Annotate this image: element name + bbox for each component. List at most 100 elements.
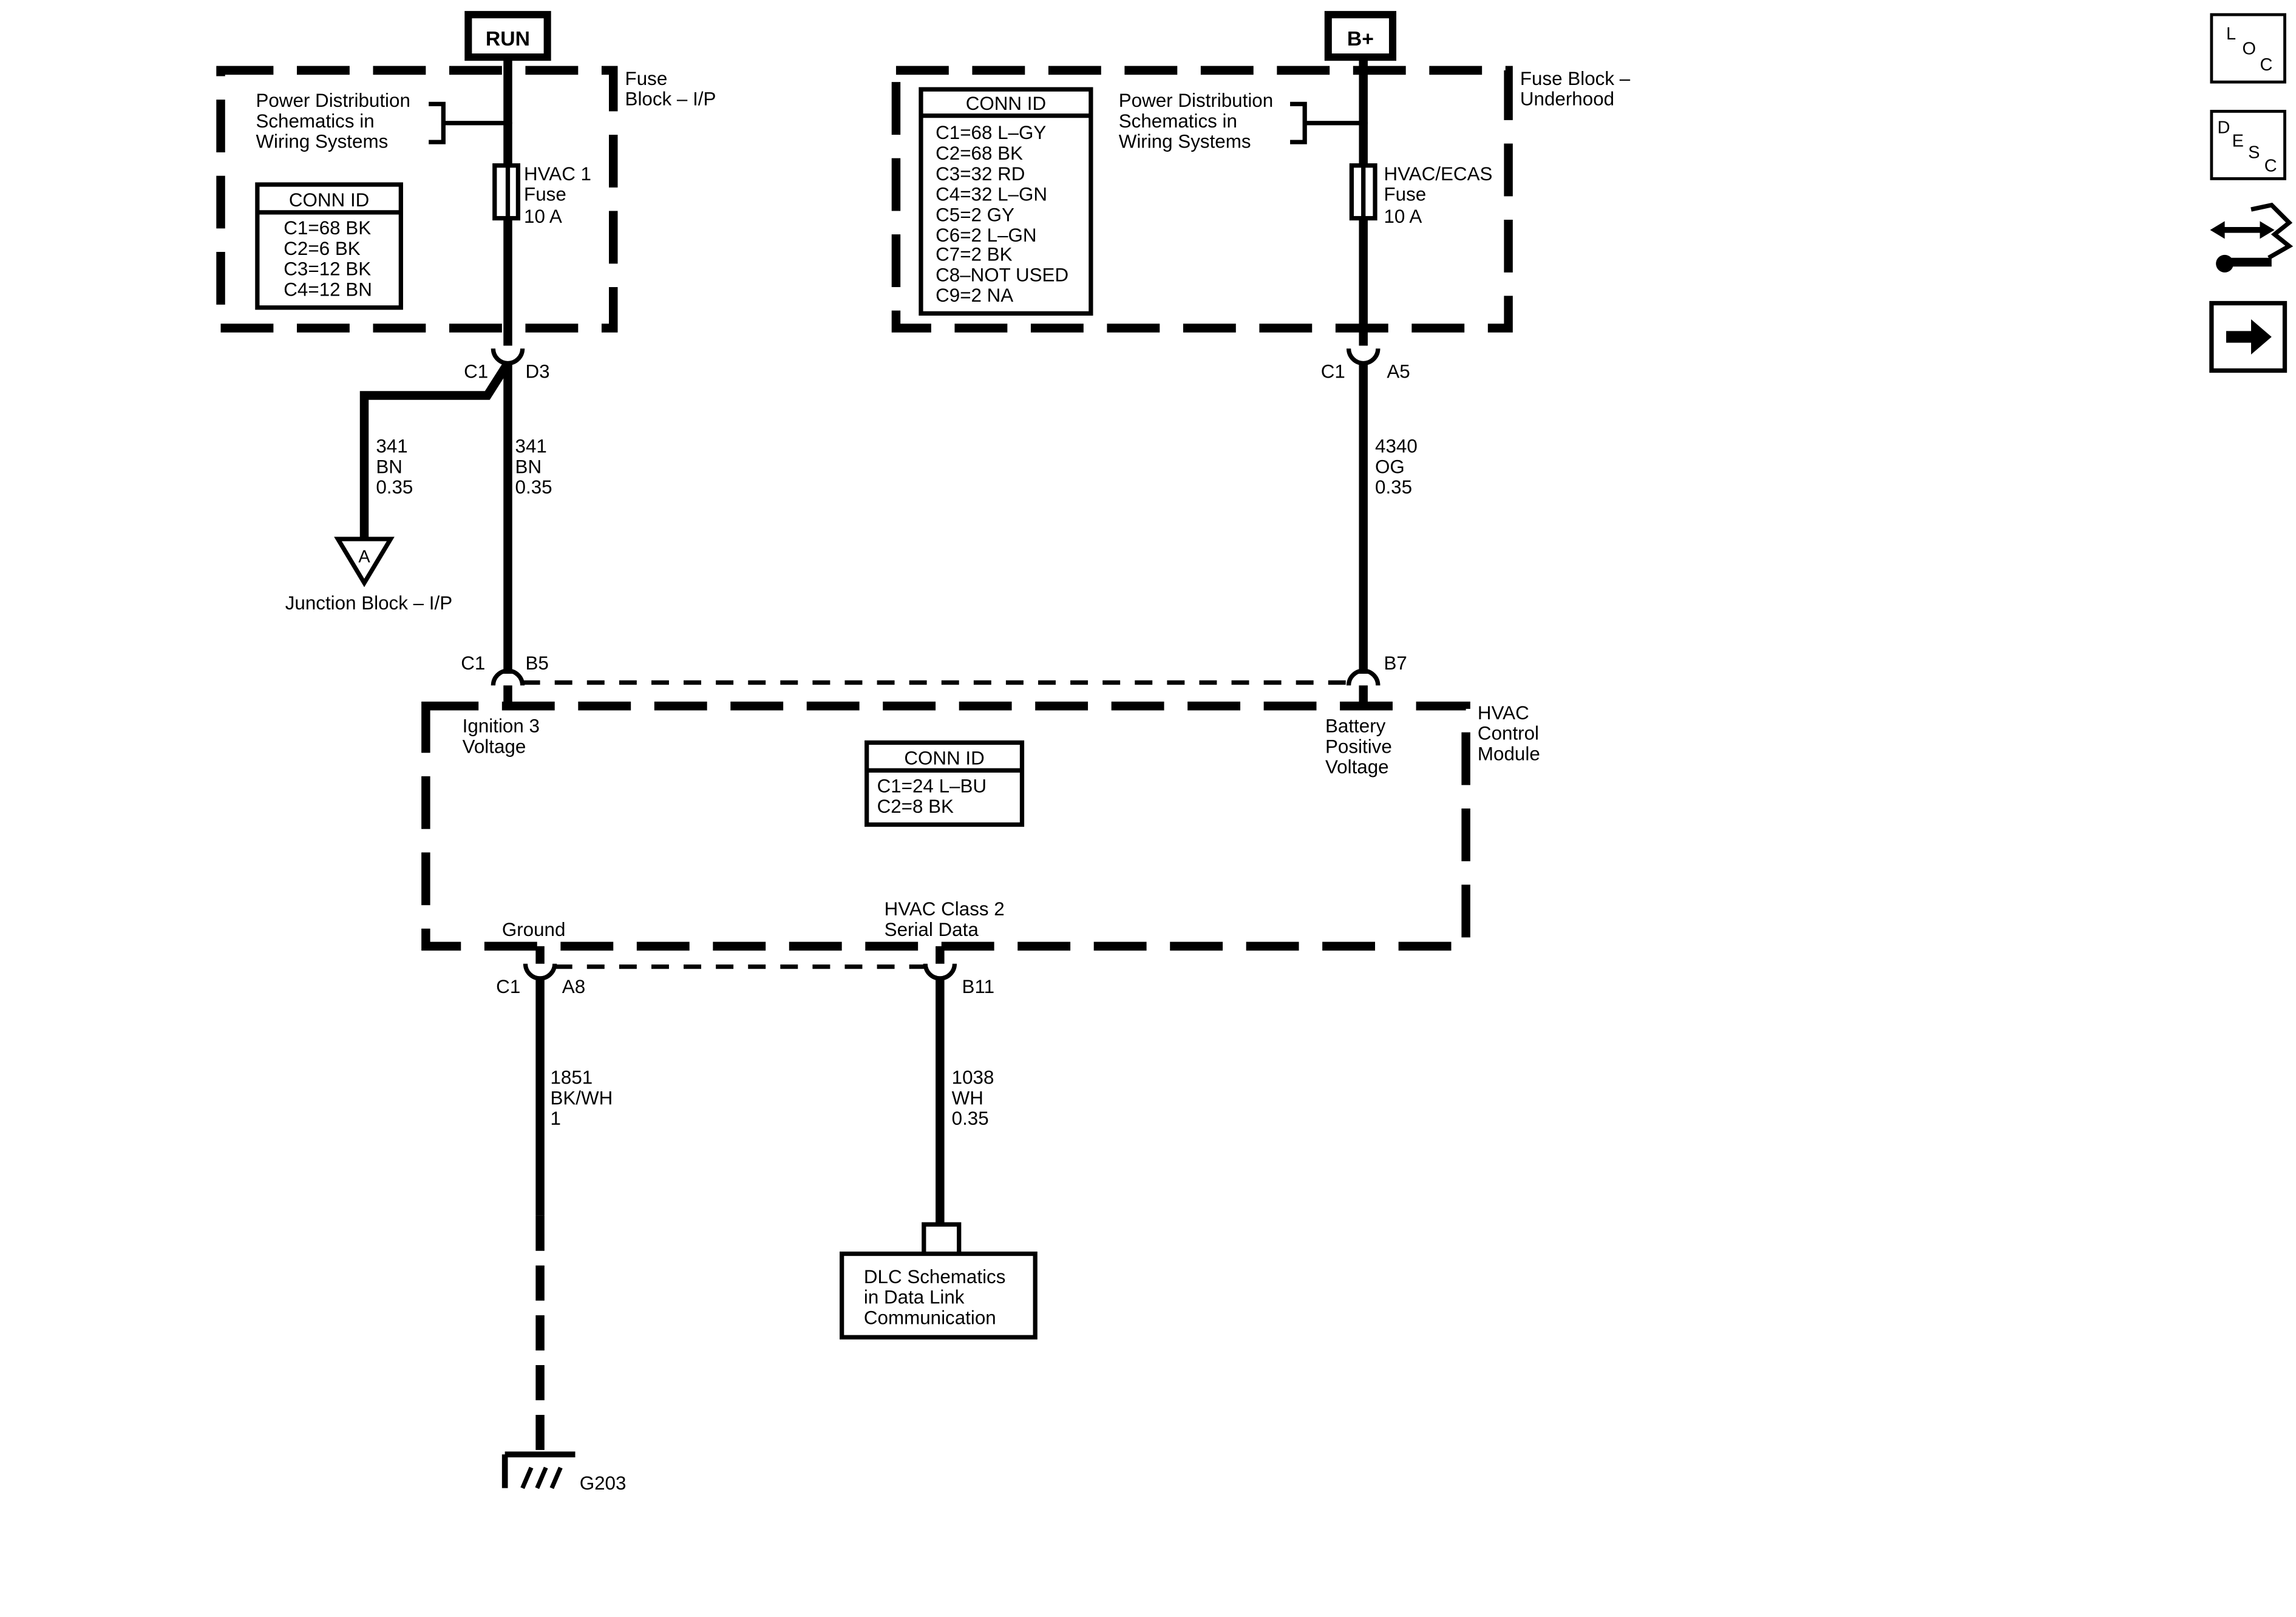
wire-label: BN: [376, 456, 402, 477]
wire-label: 0.35: [515, 476, 552, 498]
bplus-label: B+: [1347, 27, 1374, 50]
dlc-label-1: DLC Schematics: [864, 1266, 1006, 1287]
uh-conn-id-row: C3=32 RD: [936, 163, 1025, 185]
connector-hvac-c1-b5: C1 B5: [461, 653, 549, 707]
connector-tools-icon[interactable]: [2210, 202, 2294, 273]
uh-conn-id-row: C4=32 L–GN: [936, 184, 1047, 205]
ground-g203: G203: [501, 1451, 627, 1494]
wire-341-branch: [359, 361, 512, 539]
desc-letter: D: [2218, 118, 2230, 138]
fuse-block-ip: Fuse Block – I/P Power Distribution Sche…: [216, 66, 716, 333]
wire-label: 341: [376, 436, 407, 457]
connector-uh-c1-a5: C1 A5: [1321, 348, 1410, 382]
serial-data-label-2: Serial Data: [885, 919, 979, 940]
run-power-source: RUN: [464, 11, 551, 61]
uh-conn-id-row: C5=2 GY: [936, 204, 1014, 225]
hvac-module-outline: [421, 701, 1470, 951]
hvac-conn-id-row: C1=24 L–BU: [877, 775, 987, 796]
pin-label: B11: [962, 976, 994, 997]
connector-hvac-b11: B11: [923, 946, 994, 997]
ip-conn-id-header: CONN ID: [289, 189, 369, 211]
hvac1-fuse-label-2: Fuse: [524, 184, 566, 205]
hvac1-fuse-label-1: HVAC 1: [524, 163, 591, 185]
uh-conn-id-row: C2=68 BK: [936, 143, 1023, 164]
fuse-block-ip-outline: [216, 66, 618, 333]
hvac-ecas-fuse-label-3: 10 A: [1384, 206, 1422, 227]
connector-ip-c1-d3: C1 D3: [464, 348, 550, 382]
wire-label: 1851: [550, 1067, 593, 1088]
wire-label: 0.35: [952, 1108, 989, 1129]
run-label: RUN: [486, 27, 530, 50]
battery-label-2: Positive: [1325, 736, 1392, 757]
ignition-label-1: Ignition 3: [463, 716, 540, 737]
uh-conn-id-header: CONN ID: [966, 93, 1046, 114]
junction-triangle-icon: [334, 537, 395, 588]
ip-power-dist-1: Power Distribution: [256, 90, 410, 111]
next-arrow-icon[interactable]: [2209, 300, 2288, 373]
ignition-label-2: Voltage: [463, 736, 526, 757]
loc-letter: O: [2243, 39, 2257, 58]
uh-conn-id-row: C9=2 NA: [936, 285, 1013, 306]
wire-label: BN: [515, 456, 542, 477]
pin-label: D3: [525, 361, 549, 382]
hvac1-fuse-label-3: 10 A: [524, 206, 562, 227]
uh-power-dist-3: Wiring Systems: [1119, 131, 1251, 152]
ip-conn-id-table: CONN ID C1=68 BK C2=6 BK C3=12 BK C4=12 …: [255, 182, 403, 310]
junction-label: Junction Block – I/P: [285, 592, 452, 614]
wire-label: 4340: [1375, 436, 1418, 457]
fuse-block-underhood-outline: [891, 66, 1513, 333]
hvac-module-title-2: Control: [1478, 723, 1539, 744]
ground-pin-label: Ground: [502, 919, 566, 940]
pin-label: B5: [525, 653, 548, 674]
ip-conn-id-row: C1=68 BK: [284, 217, 371, 239]
description-icon[interactable]: D E S C: [2210, 109, 2286, 180]
junction-symbol: A: [358, 547, 370, 567]
pin-label: B7: [1384, 653, 1407, 674]
conn-label: C1: [461, 653, 485, 674]
uh-conn-id-row: C1=68 L–GY: [936, 122, 1046, 143]
wire-label: WH: [952, 1087, 983, 1108]
desc-letter: E: [2232, 131, 2244, 151]
ip-conn-id-row: C4=12 BN: [284, 279, 372, 300]
ground-label: G203: [580, 1473, 627, 1494]
uh-power-dist-2: Schematics in: [1119, 110, 1237, 132]
hvac-ecas-fuse-label-2: Fuse: [1384, 184, 1427, 205]
uh-conn-id-row: C8–NOT USED: [936, 264, 1068, 285]
bplus-power-source: B+: [1324, 11, 1397, 61]
dlc-schematics-box: DLC Schematics in Data Link Communicatio…: [840, 1251, 1038, 1340]
dlc-label-2: in Data Link: [864, 1287, 965, 1308]
underhood-title-1: Fuse Block –: [1520, 68, 1631, 89]
wire-label: OG: [1375, 456, 1405, 477]
hvac-control-module: HVAC Control Module Ignition 3 Voltage B…: [421, 701, 1540, 951]
fuse-block-underhood: Fuse Block – Underhood Power Distributio…: [891, 66, 1631, 333]
hvac-conn-id-header: CONN ID: [904, 748, 984, 769]
conn-label: C1: [1321, 361, 1345, 382]
wire-label: BK/WH: [550, 1087, 613, 1108]
hvac-module-title-3: Module: [1478, 743, 1540, 764]
fuse-block-ip-title-1: Fuse: [625, 68, 668, 89]
dlc-label-3: Communication: [864, 1307, 996, 1328]
uh-conn-id-row: C6=2 L–GN: [936, 225, 1036, 246]
wire-label: 1: [550, 1108, 560, 1129]
ip-power-dist-2: Schematics in: [256, 110, 374, 132]
serial-data-label-1: HVAC Class 2: [885, 898, 1005, 920]
desc-letter: S: [2248, 143, 2260, 163]
wire-label: 1038: [952, 1067, 994, 1088]
ip-conn-id-row: C3=12 BK: [284, 259, 371, 280]
fuse-block-ip-title-2: Block – I/P: [625, 89, 716, 110]
hvac-conn-id-row: C2=8 BK: [877, 796, 954, 817]
uh-conn-id-table: CONN ID C1=68 L–GY C2=68 BK C3=32 RD C4=…: [919, 87, 1093, 316]
location-icon[interactable]: L O C: [2210, 13, 2286, 84]
ip-conn-id-row: C2=6 BK: [284, 238, 360, 259]
pin-label: A8: [562, 976, 585, 997]
battery-label-1: Battery: [1325, 716, 1386, 737]
uh-conn-id-row: C7=2 BK: [936, 244, 1012, 265]
loc-letter: L: [2226, 24, 2236, 44]
wire-label: 0.35: [1375, 476, 1412, 498]
loc-letter: C: [2260, 55, 2273, 75]
underhood-title-2: Underhood: [1520, 89, 1614, 110]
wire-label: 0.35: [376, 476, 413, 498]
connector-hvac-c1-a8: C1 A8: [496, 946, 585, 997]
hvac-module-title-1: HVAC: [1478, 702, 1529, 724]
